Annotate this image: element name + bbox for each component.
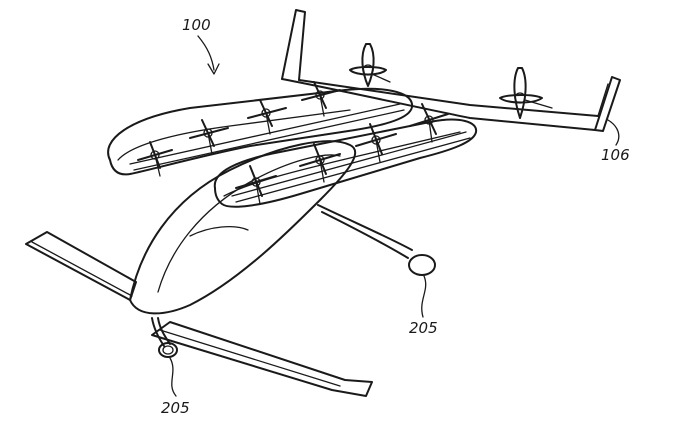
ref-label-tail: 106: [601, 146, 630, 164]
ref-label-skid-right: 205: [409, 319, 438, 337]
label-skid-front: 205: [161, 357, 190, 417]
fuselage: [129, 140, 357, 315]
lift-prop-7: [355, 123, 397, 163]
label-skid-right: 205: [409, 275, 438, 337]
label-aircraft: 100: [182, 16, 220, 75]
lift-propellers: [137, 81, 449, 205]
lift-prop-4: [301, 81, 341, 117]
ref-label-skid-front: 205: [161, 399, 190, 417]
lift-prop-8: [409, 103, 449, 143]
rear-propeller-left: [349, 43, 391, 87]
lift-prop-2: [189, 119, 229, 155]
rear-propeller-right: [499, 67, 553, 119]
lift-prop-3: [247, 99, 287, 135]
ref-label-aircraft: 100: [182, 16, 211, 34]
right-boom: [213, 118, 478, 208]
front-wing: [25, 231, 373, 397]
right-skid: [317, 204, 436, 276]
boom-rods: [129, 103, 471, 203]
lift-prop-1: [137, 141, 173, 177]
lift-prop-6: [299, 143, 341, 183]
front-skid: [151, 317, 178, 358]
left-boom: [107, 87, 414, 176]
label-tail: 106: [601, 119, 630, 164]
